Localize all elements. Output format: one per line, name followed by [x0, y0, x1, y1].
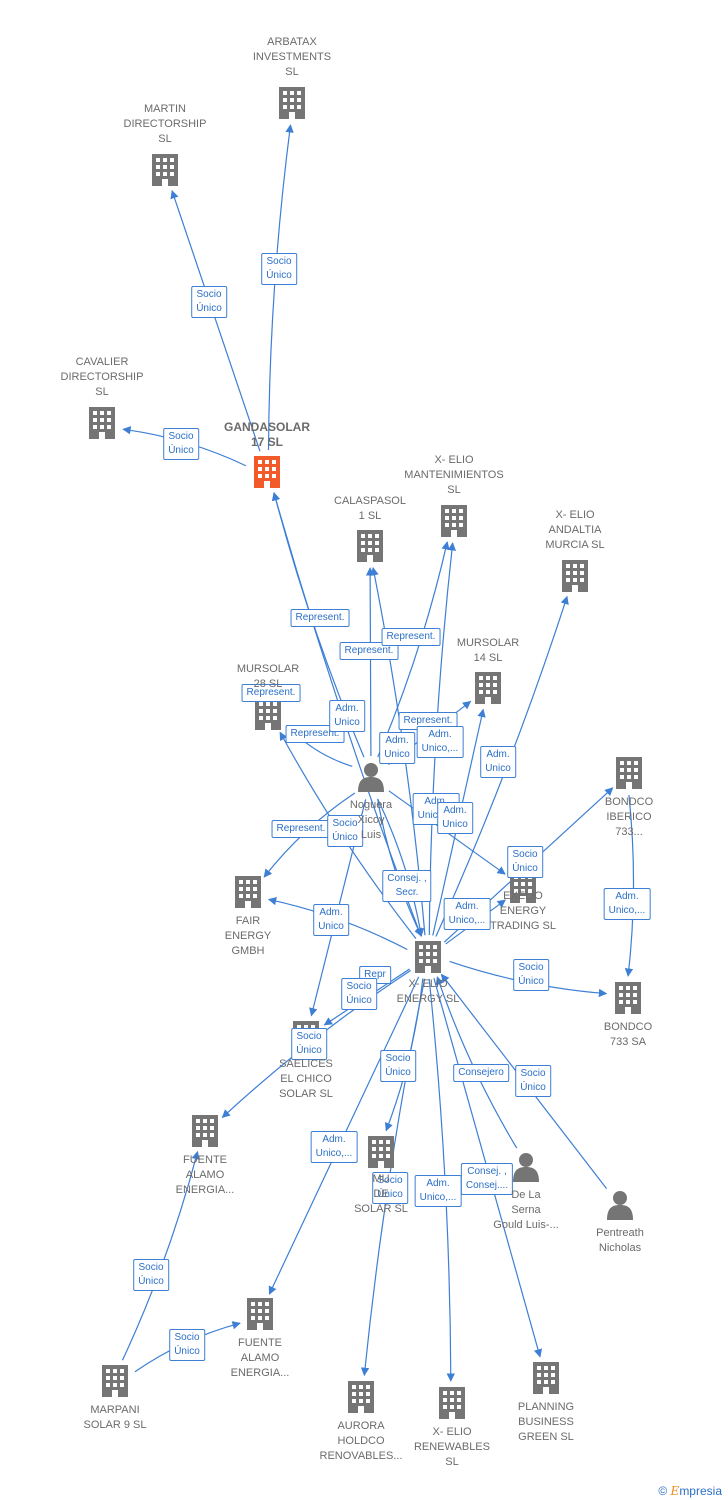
edge-label[interactable]: Represent. [381, 628, 441, 646]
node-label-mursolar28[interactable]: MURSOLAR 28 SL [236, 663, 300, 690]
node-label-bondco733[interactable]: BONDCO 733 SA [603, 1021, 653, 1048]
edge-label[interactable]: Adm. Unico,... [414, 1175, 462, 1207]
edge-label[interactable]: Socio Único [341, 978, 377, 1010]
building-icon[interactable] [615, 982, 641, 1014]
edge-label[interactable]: Represent. [290, 609, 350, 627]
person-icon[interactable] [607, 1191, 633, 1220]
node-label-gandasolar[interactable]: GANDASOLAR 17 SL [224, 420, 310, 449]
edge-line [377, 541, 450, 758]
edge-label[interactable]: Consejero [453, 1064, 509, 1082]
edge-label[interactable]: Socio Único [291, 1028, 327, 1060]
node-label-fuente1[interactable]: FUENTE ALAMO ENERGIA... [175, 1154, 235, 1196]
building-icon[interactable] [89, 407, 115, 439]
building-icon[interactable] [102, 1365, 128, 1397]
building-icon[interactable] [247, 1298, 273, 1330]
building-icon[interactable] [254, 456, 280, 488]
edge-label[interactable]: Socio Único [327, 815, 363, 847]
node-label-xelio-mant[interactable]: X- ELIO MANTENIMIENTOS SL [404, 454, 504, 496]
node-label-planning[interactable]: PLANNING BUSINESS GREEN SL [517, 1401, 575, 1443]
edge-label[interactable]: Represent. [339, 642, 399, 660]
edge-label[interactable]: Socio Único [515, 1065, 551, 1097]
building-icon[interactable] [533, 1362, 559, 1394]
edge-label[interactable]: Socio Único [380, 1050, 416, 1082]
edge-label[interactable]: Socio Único [261, 253, 297, 285]
node-label-cavalier[interactable]: CAVALIER DIRECTORSHIP SL [60, 356, 144, 398]
node-label-arbatax[interactable]: ARBATAX INVESTMENTS SL [252, 36, 332, 78]
edge-line [267, 124, 294, 451]
brand-initial: E [670, 1484, 680, 1498]
edge-label[interactable]: Socio Único [507, 846, 543, 878]
edge-label[interactable]: Adm. Unico [329, 700, 365, 732]
building-icon[interactable] [368, 1136, 394, 1168]
edge-line [377, 798, 425, 937]
edge-label[interactable]: Socio Único [191, 286, 227, 318]
edge-label[interactable]: Consej. , Secr. [382, 870, 432, 902]
edge-line [624, 794, 635, 977]
building-icon[interactable] [279, 87, 305, 119]
building-icon[interactable] [152, 154, 178, 186]
building-icon[interactable] [441, 505, 467, 537]
edge-label[interactable]: Represent. [241, 684, 301, 702]
edge-line [365, 567, 375, 757]
person-icon[interactable] [358, 763, 384, 792]
node-label-mursolar-de[interactable]: MU DE SOLAR SL [354, 1173, 408, 1215]
edge-label[interactable]: Socio Único [133, 1259, 169, 1291]
node-label-xelio-andaltia[interactable]: X- ELIO ANDALTIA MURCIA SL [545, 509, 605, 551]
building-icon[interactable] [616, 757, 642, 789]
building-icon[interactable] [255, 698, 281, 730]
node-label-delaserna[interactable]: De La Serna Gould Luis-... [493, 1189, 559, 1231]
edge-label[interactable]: Adm. Unico [379, 732, 415, 764]
brand-name: mpresia [679, 1484, 722, 1498]
edge-label[interactable]: Adm. Unico [313, 904, 349, 936]
edge-label[interactable]: Socio Único [513, 959, 549, 991]
node-label-marpani[interactable]: MARPANI SOLAR 9 SL [83, 1404, 147, 1431]
node-label-fair[interactable]: FAIR ENERGY GMBH [224, 915, 272, 957]
building-icon[interactable] [562, 560, 588, 592]
building-icon[interactable] [235, 876, 261, 908]
person-icon[interactable] [513, 1153, 539, 1182]
node-label-xelio-renew[interactable]: X- ELIO RENEWABLES SL [413, 1426, 490, 1468]
edge-label[interactable]: Adm. Unico [480, 746, 516, 778]
node-label-xelio-energy[interactable]: X- ELIO ENERGY SL [396, 978, 460, 1005]
building-icon[interactable] [192, 1115, 218, 1147]
edge-label[interactable]: Socio Único [169, 1329, 205, 1361]
edge-label[interactable]: Socio Único [372, 1172, 408, 1204]
node-label-calaspasol[interactable]: CALASPASOL 1 SL [334, 495, 406, 522]
node-label-noguera[interactable]: Noguera Xicoy Luis [349, 799, 393, 841]
edge-label[interactable]: Represent. [398, 712, 458, 730]
edge-label[interactable]: Socio Único [163, 428, 199, 460]
building-icon[interactable] [475, 672, 501, 704]
edge-label[interactable]: Adm. Unico [437, 802, 473, 834]
node-label-martin[interactable]: MARTIN DIRECTORSHIP SL [123, 103, 207, 145]
edge-line [170, 190, 261, 452]
building-icon[interactable] [439, 1387, 465, 1419]
edge-label[interactable]: Adm. Unico,... [443, 898, 491, 930]
node-label-bondco-iberico[interactable]: BONDCO IBERICO 733... [604, 796, 654, 838]
edge-label[interactable]: Adm. Unico,... [310, 1131, 358, 1163]
copyright-symbol: © [658, 1484, 668, 1498]
building-icon[interactable] [357, 530, 383, 562]
edge-label[interactable]: Consej. , Consej.... [460, 1163, 514, 1195]
node-label-exelio[interactable]: EXELIO ENERGY TRADING SL [489, 890, 556, 932]
node-label-pentreath[interactable]: Pentreath Nicholas [596, 1227, 644, 1254]
node-label-saelices[interactable]: SAELICES EL CHICO SOLAR SL [279, 1058, 333, 1100]
edge-line [121, 1150, 200, 1361]
edge-label[interactable]: Adm. Unico,... [603, 888, 651, 920]
edge-label[interactable]: Adm. Unico,... [416, 726, 464, 758]
node-label-mursolar14[interactable]: MURSOLAR 14 SL [456, 637, 520, 664]
building-icon[interactable] [348, 1381, 374, 1413]
edge-line [377, 798, 422, 937]
footer-brand[interactable]: © Empresia [658, 1484, 722, 1498]
node-label-aurora[interactable]: AURORA HOLDCO RENOVABLES... [319, 1420, 403, 1462]
node-label-fuente2[interactable]: FUENTE ALAMO ENERGIA... [230, 1337, 290, 1379]
building-icon[interactable] [415, 941, 441, 973]
